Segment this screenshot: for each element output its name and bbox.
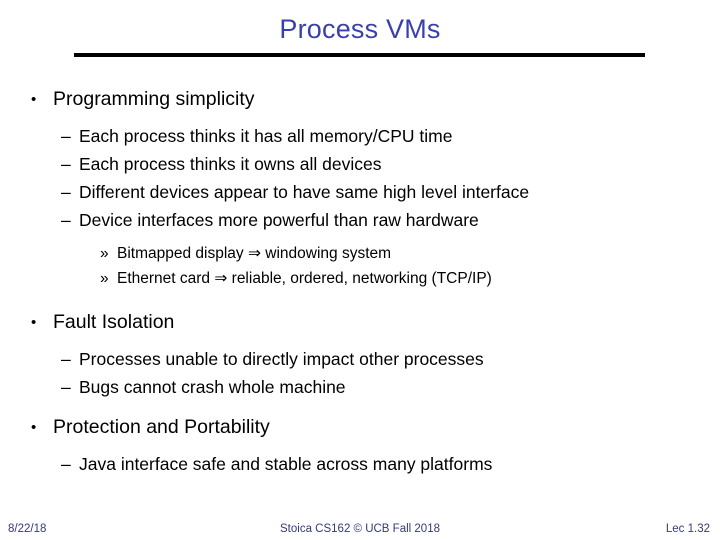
bullet-level2-device-interfaces-powerful: – Device interfaces more powerful than r… <box>0 206 720 234</box>
bullet-marker-level2-icon: – <box>61 349 71 369</box>
bullet-text: Each process thinks it owns all devices <box>79 154 382 174</box>
bullet-level2-memory-cpu-time: – Each process thinks it has all memory/… <box>0 122 720 150</box>
spacer <box>0 115 720 122</box>
slide-title-block: Process VMs <box>0 14 720 44</box>
bullet-level2-bugs-cannot-crash: – Bugs cannot crash whole machine <box>0 373 720 401</box>
title-divider-rule <box>74 53 645 57</box>
bullet-marker-level1-icon: • <box>31 419 37 436</box>
page-title: Process VMs <box>279 14 441 44</box>
bullet-text: Protection and Portability <box>53 416 270 438</box>
footer-date: 8/22/18 <box>8 523 47 535</box>
bullet-text: Bitmapped display ⇒ windowing system <box>117 245 392 262</box>
bullet-text: Programming simplicity <box>53 88 255 110</box>
bullet-marker-level2-icon: – <box>61 182 71 202</box>
slide-body: • Programming simplicity – Each process … <box>0 80 720 478</box>
bullet-marker-level2-icon: – <box>61 154 71 174</box>
bullet-marker-level2-icon: – <box>61 454 71 474</box>
spacer <box>0 234 720 241</box>
bullet-text: Processes unable to directly impact othe… <box>79 349 484 369</box>
bullet-marker-level1-icon: • <box>31 91 37 108</box>
bullet-level2-java-interface: – Java interface safe and stable across … <box>0 450 720 478</box>
bullet-level2-high-level-interface: – Different devices appear to have same … <box>0 178 720 206</box>
slide-footer: 8/22/18 Stoica CS162 © UCB Fall 2018 Lec… <box>0 519 720 539</box>
bullet-level3-ethernet-card: » Ethernet card ⇒ reliable, ordered, net… <box>0 266 720 291</box>
spacer <box>0 291 720 303</box>
bullet-level2-owns-all-devices: – Each process thinks it owns all device… <box>0 150 720 178</box>
bullet-level3-bitmapped-display: » Bitmapped display ⇒ windowing system <box>0 241 720 266</box>
footer-attribution: Stoica CS162 © UCB Fall 2018 <box>280 523 440 535</box>
bullet-text: Different devices appear to have same hi… <box>79 182 530 202</box>
bullet-text: Each process thinks it has all memory/CP… <box>79 126 453 146</box>
bullet-level1-fault-isolation: • Fault Isolation <box>0 307 720 338</box>
bullet-text: Device interfaces more powerful than raw… <box>79 210 479 230</box>
bullet-marker-level1-icon: • <box>31 314 37 331</box>
footer-lecture-number: Lec 1.32 <box>665 523 710 535</box>
bullet-marker-level3-icon: » <box>100 245 109 262</box>
bullet-text: Fault Isolation <box>53 311 175 333</box>
bullet-level1-protection-portability: • Protection and Portability <box>0 412 720 443</box>
bullet-marker-level3-icon: » <box>100 270 109 287</box>
bullet-text: Ethernet card ⇒ reliable, ordered, netwo… <box>117 270 492 287</box>
bullet-marker-level2-icon: – <box>61 126 71 146</box>
bullet-level1-programming-simplicity: • Programming simplicity <box>0 84 720 115</box>
bullet-text: Bugs cannot crash whole machine <box>79 377 346 397</box>
bullet-marker-level2-icon: – <box>61 377 71 397</box>
spacer <box>0 443 720 450</box>
spacer <box>0 401 720 408</box>
bullet-marker-level2-icon: – <box>61 210 71 230</box>
bullet-text: Java interface safe and stable across ma… <box>79 454 493 474</box>
bullet-level2-processes-unable-impact: – Processes unable to directly impact ot… <box>0 345 720 373</box>
spacer <box>0 338 720 345</box>
